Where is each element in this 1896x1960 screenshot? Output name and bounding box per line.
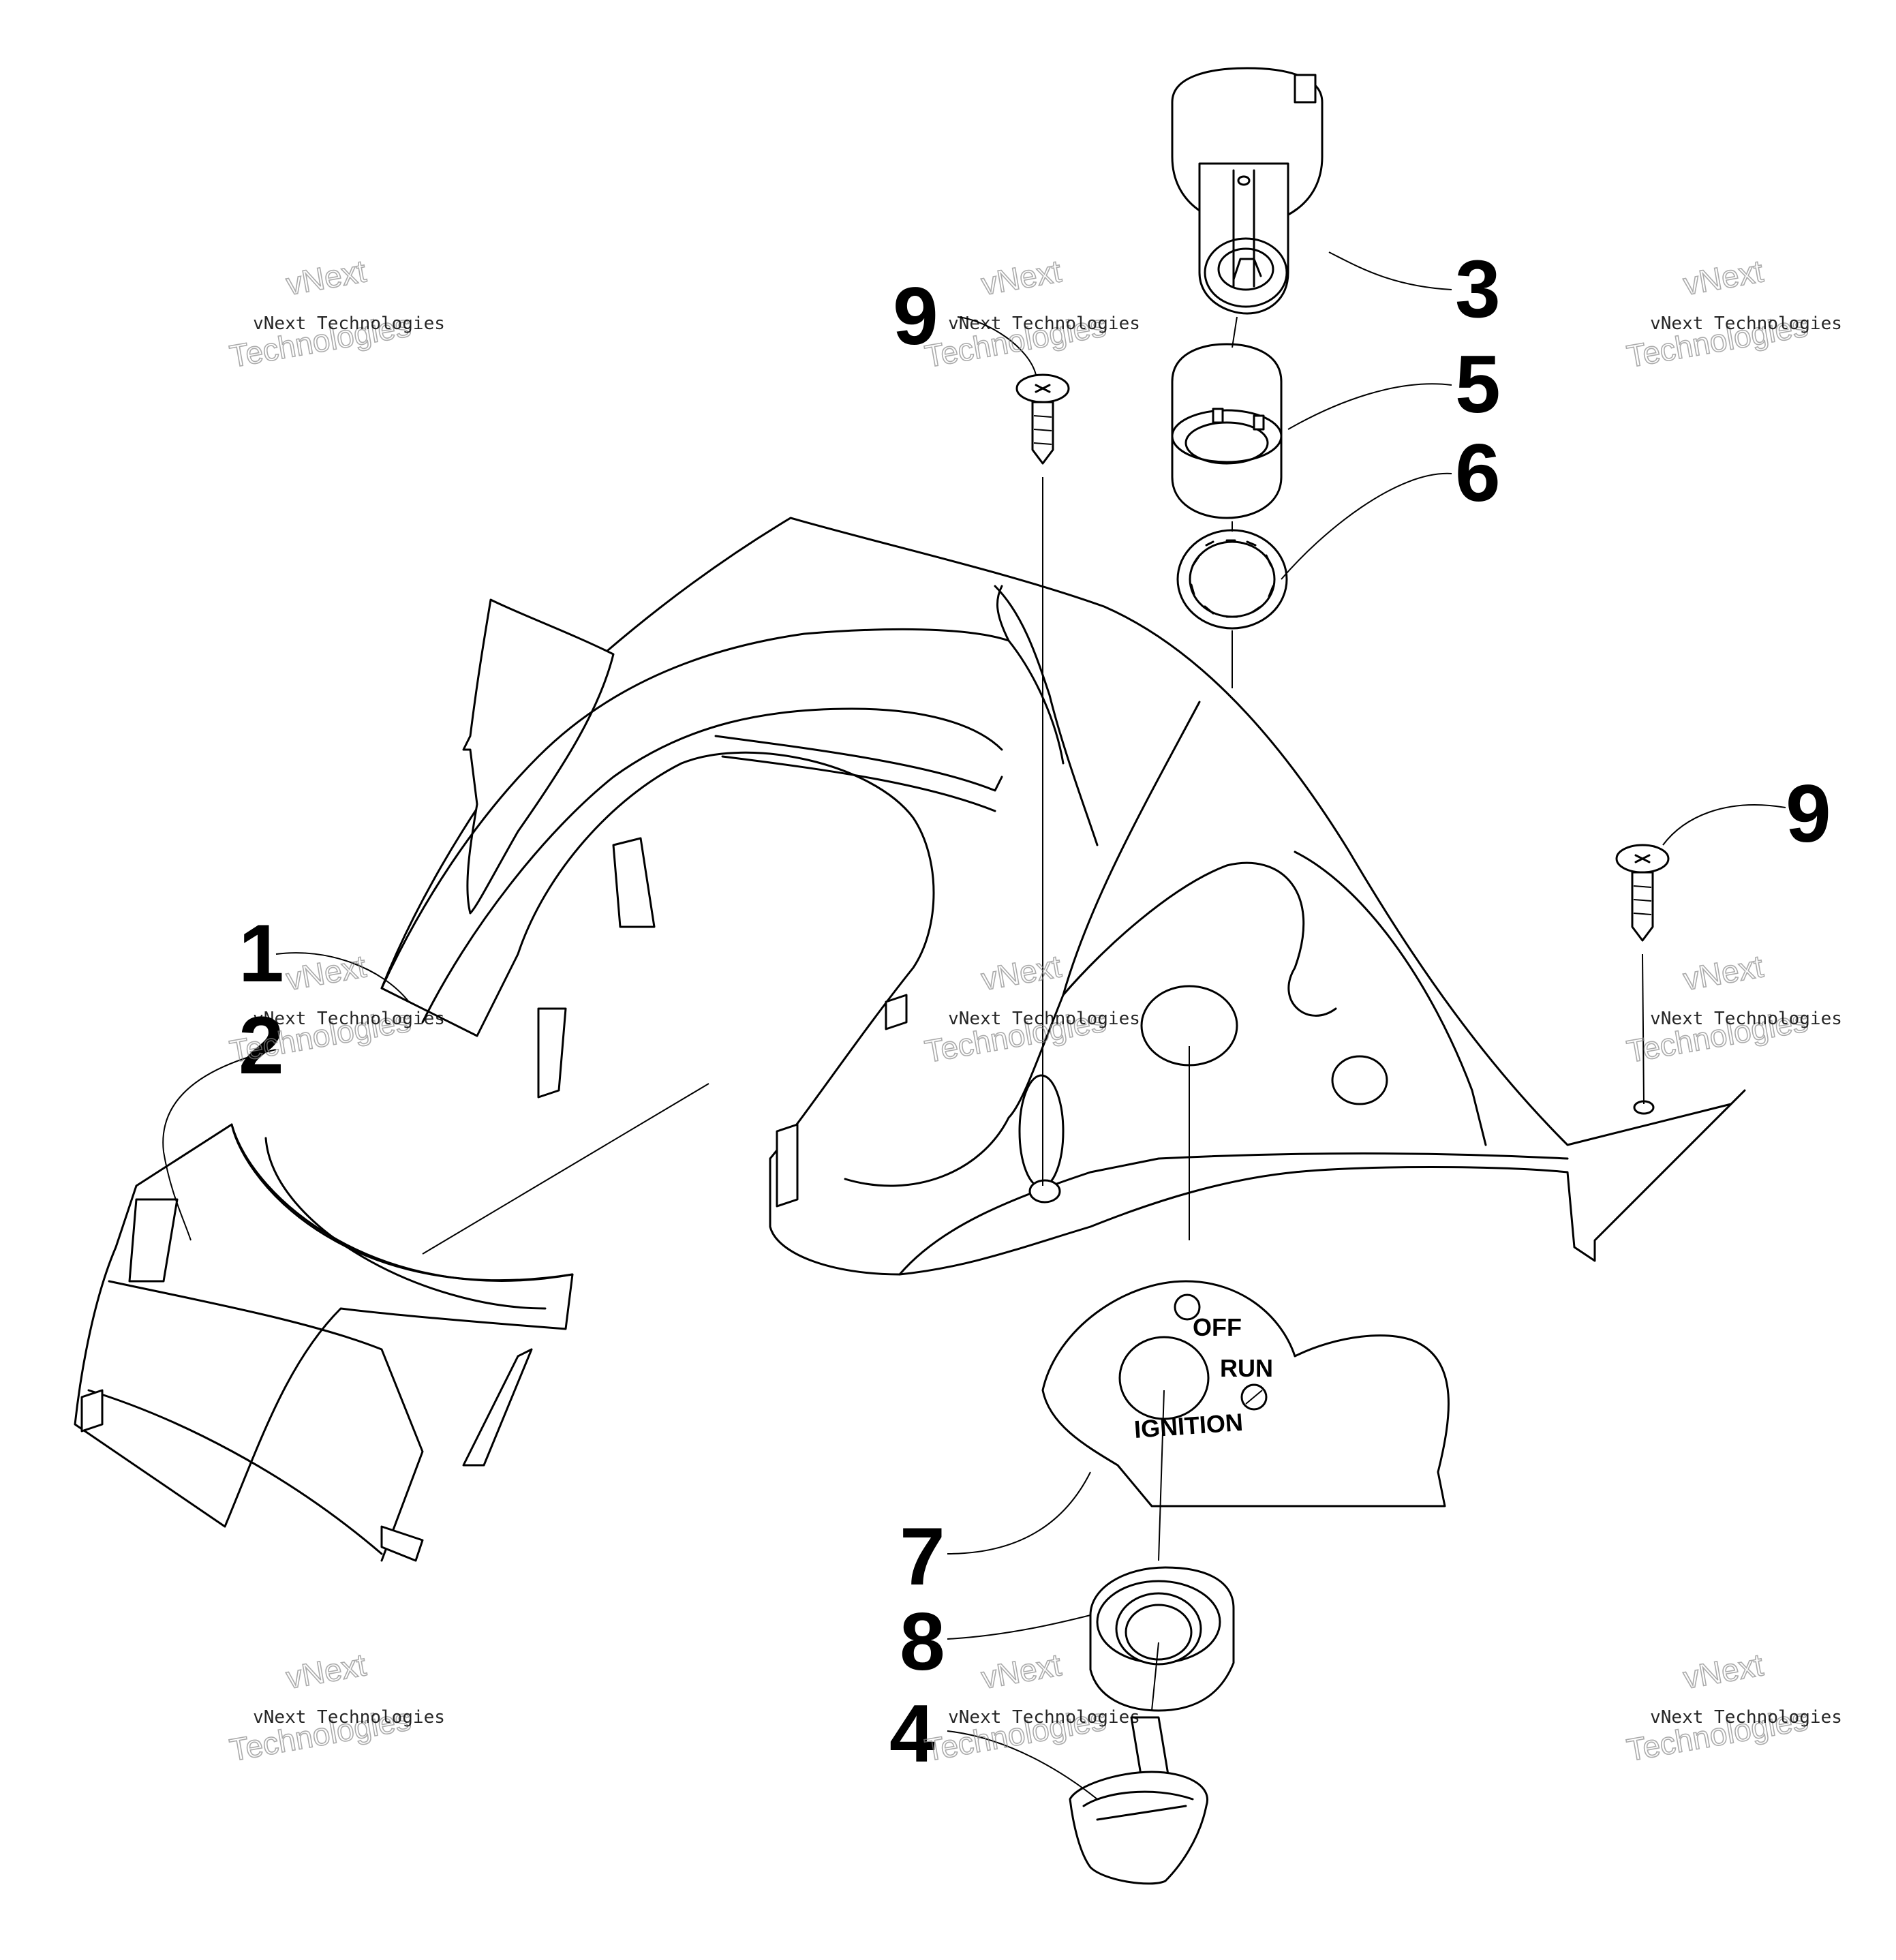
watermark: vNext Technologies vNext Technologies [1623,947,1842,1069]
svg-text:vNext: vNext [979,253,1064,302]
watermark: vNext Technologies vNext Technologies [226,1646,445,1768]
svg-text:vNext: vNext [979,1647,1064,1696]
svg-text:vNext Technologies: vNext Technologies [948,313,1140,334]
assembly-lines [422,316,1645,1711]
svg-text:vNext: vNext [1681,948,1766,997]
svg-text:vNext Technologies: vNext Technologies [1650,313,1842,334]
ignition-key [1069,1716,1208,1885]
callout-6: 6 [1455,427,1501,519]
ignition-switch [1171,67,1324,315]
ignition-decal-panel: OFF RUN IGNITION [1041,1280,1450,1507]
svg-text:vNext: vNext [1681,1647,1766,1696]
svg-text:vNext Technologies: vNext Technologies [948,1009,1140,1029]
svg-text:vNext: vNext [284,948,369,997]
svg-text:vNext Technologies: vNext Technologies [253,313,445,334]
watermark: vNext Technologies vNext Technologies [921,252,1140,374]
svg-text:vNext: vNext [284,253,369,302]
panel-label-run: RUN [1220,1354,1273,1382]
callout-7: 7 [900,1511,945,1602]
callout-8: 8 [900,1596,945,1687]
callout-labels: 1 2 3 4 5 6 7 8 9 9 [239,243,1831,1779]
callout-9-upper: 9 [893,271,938,362]
callout-1: 1 [239,908,284,999]
screw-right [1615,844,1670,942]
star-washer [1176,529,1288,630]
callout-9-right: 9 [1786,768,1831,859]
watermark: vNext Technologies vNext Technologies [226,252,445,374]
screw-upper [1015,373,1070,465]
svg-text:vNext Technologies: vNext Technologies [253,1707,445,1728]
callout-4: 4 [889,1688,935,1779]
callout-3: 3 [1455,243,1501,335]
leader-lines [162,251,1786,1800]
panel-label-off: OFF [1193,1313,1242,1341]
watermark: vNext Technologies vNext Technologies [921,1646,1140,1768]
svg-text:vNext Technologies: vNext Technologies [1650,1009,1842,1029]
svg-text:vNext Technologies: vNext Technologies [253,1009,445,1029]
watermark: vNext Technologies vNext Technologies [1623,252,1842,374]
retainer-ring [1171,343,1283,519]
console-housing [380,517,1746,1276]
callout-5: 5 [1455,339,1501,430]
watermark: vNext Technologies vNext Technologies [1623,1646,1842,1768]
svg-text:vNext: vNext [284,1647,369,1696]
callout-2: 2 [239,1000,284,1091]
svg-text:vNext Technologies: vNext Technologies [1650,1707,1842,1728]
front-cover [74,1123,574,1562]
hex-nut [1089,1566,1235,1712]
svg-text:vNext: vNext [1681,253,1766,302]
svg-text:vNext Technologies: vNext Technologies [948,1707,1140,1728]
